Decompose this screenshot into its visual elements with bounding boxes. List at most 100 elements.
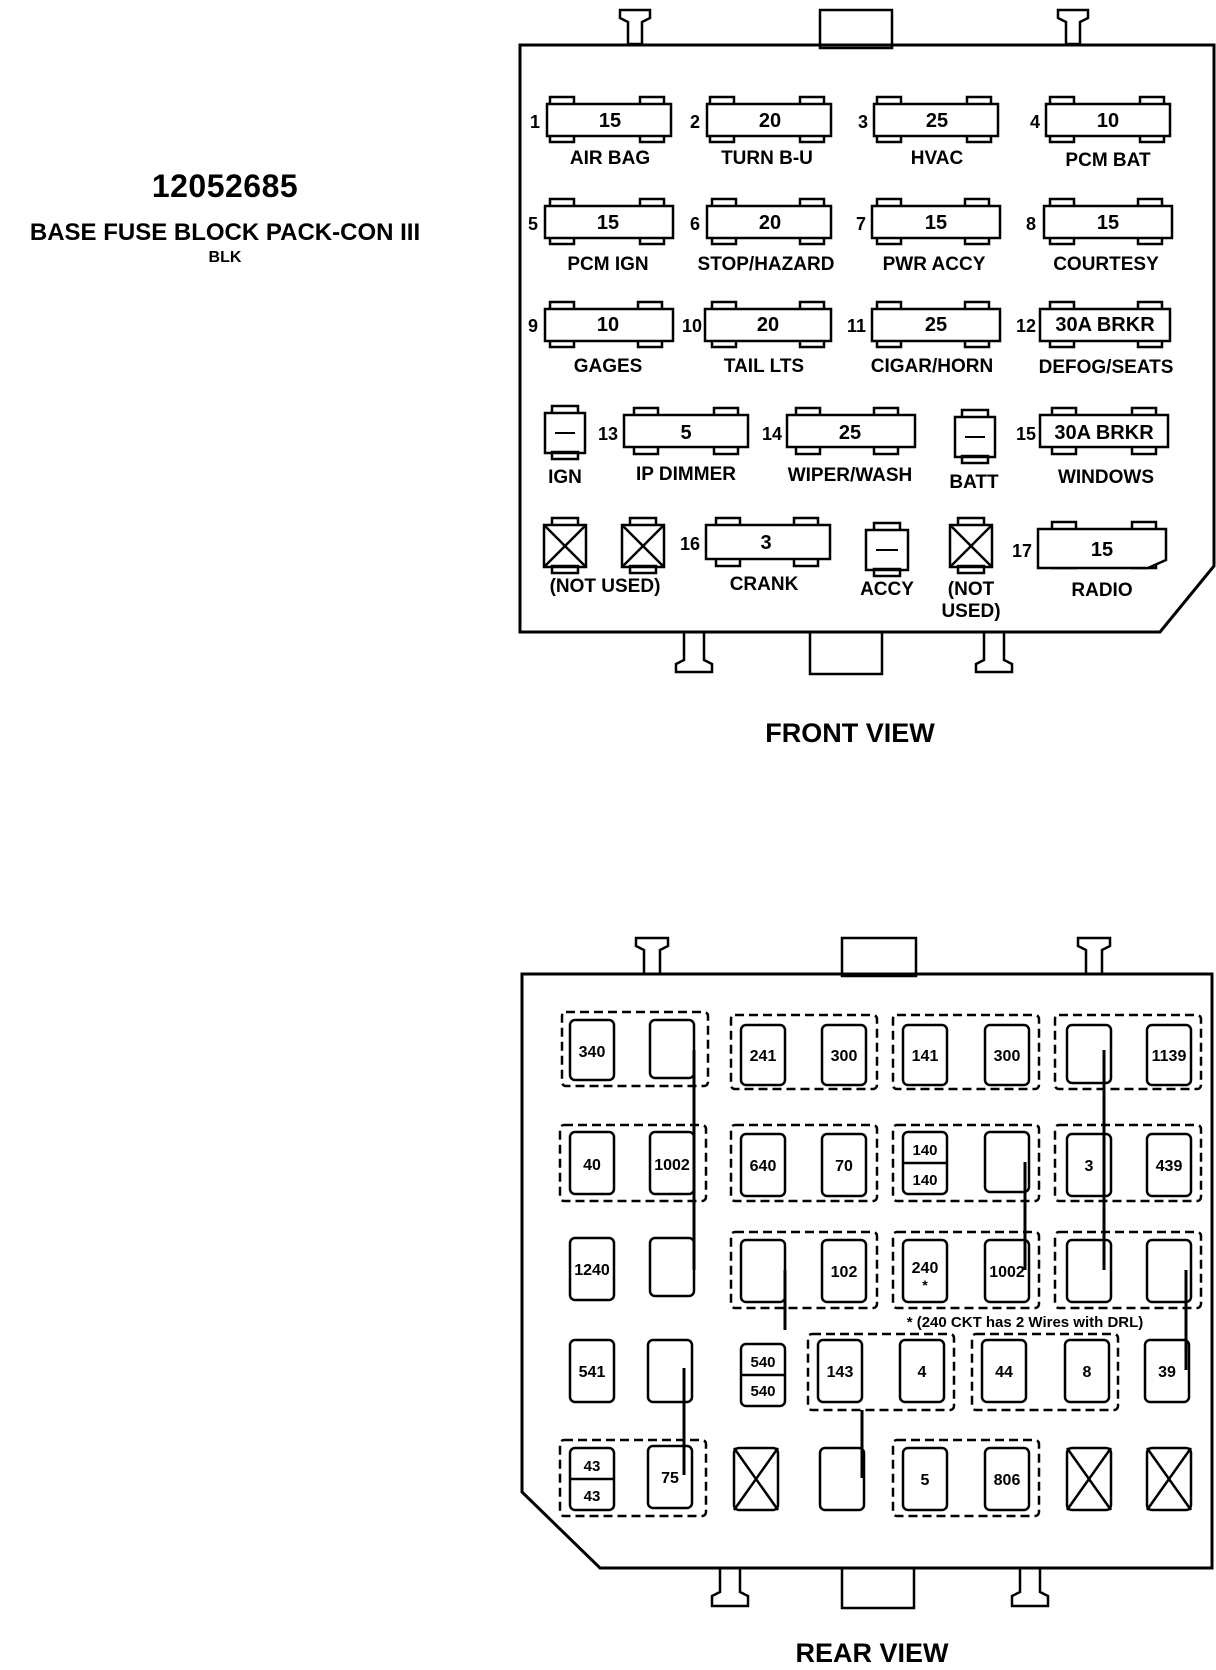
fuse-number: 12 [1016, 316, 1036, 336]
fuse-number: 3 [858, 112, 868, 132]
fuse-number: 2 [690, 112, 700, 132]
fuse-number: 5 [528, 214, 538, 234]
circuit-label: 4 [918, 1364, 927, 1381]
fuse-rating: 25 [925, 314, 947, 336]
circuit-label: 141 [912, 1048, 939, 1065]
fuse-label: WIPER/WASH [788, 465, 913, 486]
fuse-rating: 20 [759, 212, 781, 234]
fuse-label: STOP/HAZARD [698, 254, 835, 275]
fuse-15: 15 30A BRKR WINDOWS [1016, 406, 1170, 488]
fuse-number: 10 [682, 316, 702, 336]
fuse-number: 14 [762, 424, 782, 444]
fuse-16: 16 3 CRANK [680, 516, 832, 595]
fuse-rating: 20 [759, 110, 781, 132]
circuit-label: 43 [584, 1488, 601, 1505]
fuse-6: 6 20 STOP/HAZARD [690, 197, 835, 275]
fuse-block-name: BASE FUSE BLOCK PACK-CON III [29, 219, 421, 246]
fuse-1: 1 15 AIR BAG [530, 95, 673, 169]
fuse-label: PWR ACCY [883, 254, 986, 275]
fuse-number: 8 [1026, 214, 1036, 234]
fuse-rating: 3 [760, 532, 771, 554]
circuit-label: 1002 [989, 1264, 1025, 1281]
front-fuses: 1 15 AIR BAG 2 20 TURN B-U 3 25 HVAC [528, 95, 1173, 622]
unused-label: USED) [941, 601, 1000, 622]
rear-view-label: REAR VIEW [795, 1638, 949, 1668]
fuse-number: 16 [680, 534, 700, 554]
circuit-label: 8 [1083, 1364, 1092, 1381]
circuit-label: 143 [827, 1364, 854, 1381]
fuse-label: PCM BAT [1065, 150, 1151, 171]
fuse-7: 7 15 PWR ACCY [856, 197, 1002, 275]
fuse-13: 13 5 IP DIMMER [598, 406, 750, 485]
connector-tab [808, 630, 884, 676]
circuit-label: 640 [750, 1158, 777, 1175]
fuse-rating: 10 [1097, 110, 1119, 132]
part-number: 12052685 [151, 168, 299, 204]
fuse-2: 2 20 TURN B-U [690, 95, 833, 169]
fuse-rating: 20 [757, 314, 779, 336]
fuse-12: 12 30A BRKR DEFOG/SEATS [1016, 300, 1173, 378]
fuse-5: 5 15 PCM IGN [528, 197, 675, 275]
fuse-11: 11 25 CIGAR/HORN [847, 300, 1002, 377]
fuse-rating: 25 [926, 110, 948, 132]
fuse-label: HVAC [911, 148, 964, 169]
circuit-label: 1139 [1152, 1048, 1187, 1065]
fuse-block-color: BLK [208, 249, 242, 266]
fuse-rating: 30A BRKR [1054, 422, 1154, 444]
rear-view [520, 936, 1214, 1610]
fuse-rating: 15 [1097, 212, 1119, 234]
circuit-label: 140 [912, 1142, 937, 1159]
fuse-label: CIGAR/HORN [871, 356, 993, 377]
bus-bars [682, 1050, 1188, 1478]
circuit-label: 240 [912, 1260, 939, 1277]
fuse-label: PCM IGN [567, 254, 648, 275]
cavity-marks [570, 1161, 1193, 1511]
fuse-rating: 10 [597, 314, 619, 336]
circuit-label: 75 [661, 1470, 679, 1487]
mount-tab [974, 632, 1014, 674]
fuse-rating: 15 [925, 212, 947, 234]
relay-batt: BATT [949, 408, 999, 493]
fuse-3: 3 25 HVAC [858, 95, 1000, 169]
mount-tab [1076, 936, 1112, 976]
relay-label: ACCY [860, 579, 914, 600]
fuse-label: RADIO [1071, 580, 1132, 601]
circuit-label: 1002 [654, 1157, 690, 1174]
unused-slot [542, 516, 588, 575]
circuit-label: 70 [835, 1158, 853, 1175]
fuse-number: 1 [530, 112, 540, 132]
fuse-label: TAIL LTS [724, 356, 804, 377]
cavity-groups [558, 1010, 1203, 1518]
fuse-number: 6 [690, 214, 700, 234]
fuse-9: 9 10 GAGES [528, 300, 675, 377]
title-block: 12052685 BASE FUSE BLOCK PACK-CON III BL… [0, 168, 450, 267]
circuit-label: 439 [1156, 1158, 1183, 1175]
relay-label: BATT [949, 472, 999, 493]
rear-cavities [568, 1018, 1193, 1512]
circuit-label: 540 [750, 1383, 775, 1400]
fuse-10: 10 20 TAIL LTS [682, 300, 833, 377]
fuse-label: AIR BAG [570, 148, 650, 169]
circuit-label: 43 [584, 1458, 601, 1475]
mount-tab [1056, 8, 1090, 46]
fuse-number: 13 [598, 424, 618, 444]
circuit-label: 541 [579, 1364, 606, 1381]
mount-tab [1010, 1568, 1050, 1608]
rear-note: * (240 CKT has 2 Wires with DRL) [907, 1314, 1144, 1331]
mount-tab [710, 1568, 750, 1608]
circuit-label: 44 [995, 1364, 1013, 1381]
circuit-label: 300 [994, 1048, 1021, 1065]
circuit-label: 340 [579, 1044, 606, 1061]
fuse-label: GAGES [574, 356, 643, 377]
fuse-label: IP DIMMER [636, 464, 736, 485]
unused-slot [620, 516, 666, 575]
circuit-label: 300 [831, 1048, 858, 1065]
connector-tab [840, 936, 918, 978]
front-view [518, 8, 1216, 676]
circuit-label: 102 [831, 1264, 858, 1281]
circuit-label: 5 [921, 1472, 930, 1489]
fuse-rating: 15 [597, 212, 619, 234]
fuse-number: 17 [1012, 541, 1032, 561]
fuse-rating: 15 [1091, 539, 1113, 561]
